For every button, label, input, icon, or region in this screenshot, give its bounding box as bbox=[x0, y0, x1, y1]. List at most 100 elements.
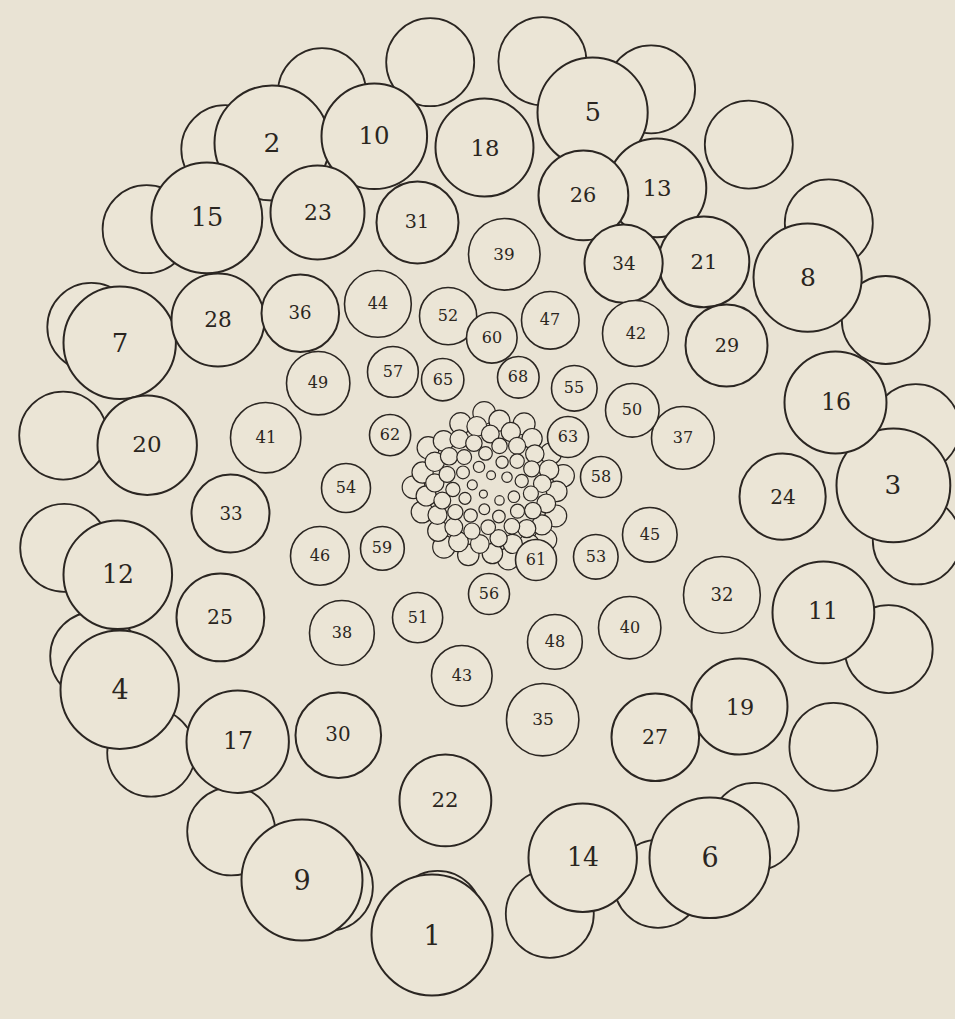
center-scale bbox=[526, 445, 544, 463]
scale-number: 22 bbox=[431, 789, 458, 810]
numbered-scale: 29 bbox=[684, 303, 769, 388]
numbered-scale: 27 bbox=[610, 692, 701, 783]
numbered-scale: 33 bbox=[190, 473, 271, 554]
center-scale bbox=[509, 437, 526, 454]
numbered-scale: 19 bbox=[690, 657, 789, 756]
numbered-scale: 39 bbox=[467, 217, 542, 292]
numbered-scale: 58 bbox=[579, 455, 623, 499]
center-scale bbox=[487, 471, 496, 480]
scale-number: 49 bbox=[308, 375, 328, 391]
numbered-scale: 55 bbox=[550, 364, 599, 413]
scale-shape bbox=[605, 383, 659, 437]
scale-number: 17 bbox=[223, 730, 253, 754]
scale-shape bbox=[652, 407, 715, 470]
scale-number: 42 bbox=[626, 326, 646, 342]
scale-shape bbox=[469, 574, 510, 615]
numbered-scale: 25 bbox=[175, 572, 266, 663]
scale-number: 51 bbox=[408, 610, 428, 626]
center-scale bbox=[446, 482, 460, 496]
numbered-scale: 41 bbox=[229, 401, 302, 474]
numbered-scale: 68 bbox=[496, 355, 541, 400]
scale-number: 12 bbox=[102, 562, 134, 587]
numbered-scale: 62 bbox=[368, 413, 412, 457]
scale-number: 29 bbox=[715, 336, 739, 355]
center-scale bbox=[523, 486, 538, 501]
numbered-scale: 16 bbox=[783, 350, 888, 455]
scale-number: 38 bbox=[332, 625, 352, 641]
numbered-scale: 49 bbox=[285, 350, 351, 416]
scale-number: 46 bbox=[310, 548, 330, 564]
scale-number: 58 bbox=[591, 469, 611, 485]
scale-shape bbox=[176, 573, 264, 661]
scale-number: 3 bbox=[885, 472, 902, 498]
numbered-scale: 23 bbox=[269, 164, 366, 261]
center-scale bbox=[508, 491, 520, 503]
scale-number: 9 bbox=[293, 867, 310, 894]
outer-scale bbox=[789, 703, 877, 791]
numbered-scale: 45 bbox=[621, 506, 679, 564]
scale-shape bbox=[291, 527, 350, 586]
scale-shape bbox=[360, 526, 404, 570]
numbered-scale: 37 bbox=[650, 405, 716, 471]
numbered-scale: 6 bbox=[648, 796, 772, 920]
scale-shape bbox=[785, 352, 887, 454]
numbered-scale: 8 bbox=[752, 222, 863, 333]
scale-number: 2 bbox=[264, 130, 281, 157]
scale-number: 25 bbox=[207, 607, 233, 627]
scale-number: 60 bbox=[482, 330, 502, 346]
center-scale bbox=[439, 466, 455, 482]
numbered-scale: 38 bbox=[308, 599, 376, 667]
scale-shape bbox=[497, 356, 539, 398]
scale-shape bbox=[432, 646, 493, 707]
center-scale bbox=[495, 496, 504, 505]
scale-shape bbox=[611, 693, 699, 781]
center-scale bbox=[518, 520, 536, 538]
scale-number: 54 bbox=[336, 480, 356, 496]
scale-number: 31 bbox=[405, 212, 429, 231]
scale-number: 63 bbox=[558, 429, 578, 445]
scale-shape bbox=[376, 181, 458, 263]
scale-shape bbox=[295, 692, 381, 778]
scale-shape bbox=[97, 395, 196, 494]
scale-number: 23 bbox=[304, 202, 332, 224]
scale-shape bbox=[271, 166, 365, 260]
scale-number: 14 bbox=[567, 845, 599, 870]
numbered-scale: 46 bbox=[289, 525, 351, 587]
center-scale bbox=[473, 461, 484, 472]
numbered-scale: 18 bbox=[434, 97, 535, 198]
center-scale bbox=[445, 518, 463, 536]
scale-number: 28 bbox=[204, 309, 231, 331]
scale-number: 6 bbox=[701, 844, 718, 871]
scale-shape bbox=[548, 417, 589, 458]
numbered-scale: 35 bbox=[505, 682, 580, 757]
center-scale bbox=[467, 480, 477, 490]
scale-number: 62 bbox=[380, 427, 400, 443]
numbered-scale: 15 bbox=[150, 161, 264, 275]
scale-shape bbox=[369, 414, 410, 455]
numbered-scale: 42 bbox=[601, 299, 670, 368]
scale-number: 16 bbox=[821, 391, 851, 415]
scale-shape bbox=[368, 347, 419, 398]
scale-shape bbox=[686, 305, 768, 387]
numbered-scale: 30 bbox=[294, 691, 383, 780]
center-scale bbox=[510, 454, 524, 468]
numbered-scale: 40 bbox=[597, 595, 662, 660]
numbered-scale: 28 bbox=[170, 272, 266, 368]
scale-number: 68 bbox=[508, 369, 528, 385]
numbered-scale: 32 bbox=[682, 555, 762, 635]
center-scale bbox=[524, 461, 540, 477]
scale-number: 19 bbox=[726, 696, 754, 718]
scale-number: 55 bbox=[564, 380, 584, 396]
scale-shape bbox=[529, 804, 637, 912]
scale-number: 50 bbox=[622, 402, 642, 418]
outer-scale bbox=[19, 392, 107, 480]
center-scale bbox=[504, 519, 520, 535]
center-scale bbox=[525, 502, 542, 519]
scale-number: 57 bbox=[383, 364, 403, 380]
numbered-scale: 43 bbox=[430, 644, 494, 708]
numbered-scale: 17 bbox=[185, 689, 290, 794]
scale-number: 24 bbox=[770, 487, 796, 507]
scale-number: 52 bbox=[438, 308, 458, 324]
scale-shape bbox=[507, 684, 579, 756]
scale-shape bbox=[468, 218, 540, 290]
